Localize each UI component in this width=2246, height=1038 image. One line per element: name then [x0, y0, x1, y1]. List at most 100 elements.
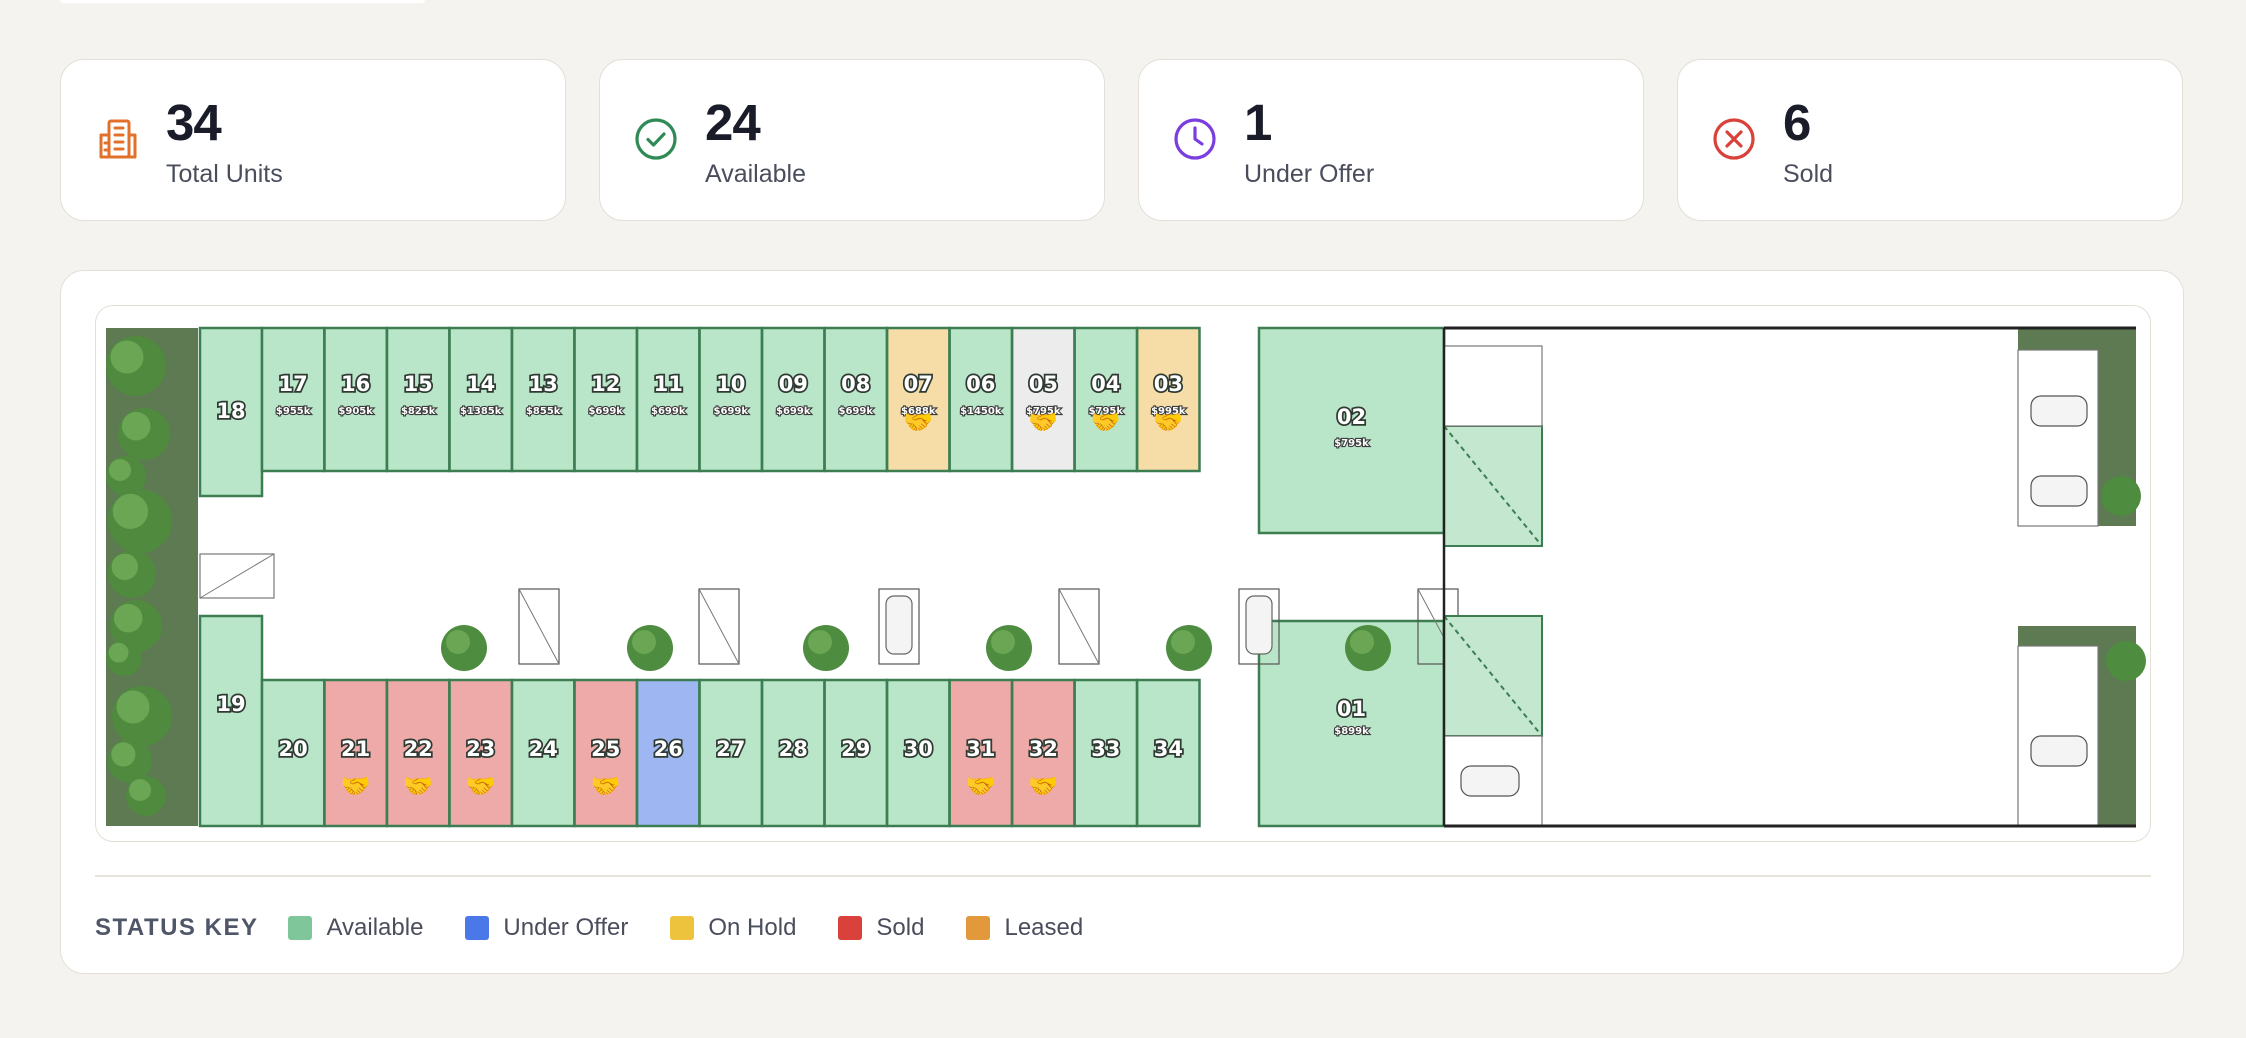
unit-32[interactable]: 32🤝 [1010, 678, 1076, 828]
unit-fill[interactable] [385, 326, 451, 473]
unit-04[interactable]: 04$795k🤝 [1073, 326, 1139, 473]
stat-label: Under Offer [1244, 160, 1375, 188]
unit-21[interactable]: 21🤝 [323, 678, 389, 828]
unit-number: 10 [716, 372, 745, 396]
unit-10[interactable]: 10$699k [698, 326, 764, 473]
unit-25[interactable]: 25🤝 [573, 678, 639, 828]
unit-12[interactable]: 12$699k [573, 326, 639, 473]
unit-27[interactable]: 27 [698, 678, 764, 828]
unit-22[interactable]: 22🤝 [385, 678, 451, 828]
unit-18[interactable]: 18 [198, 326, 264, 498]
status-key: STATUS KEY Available Under Offer On Hold… [95, 911, 1125, 945]
unit-34[interactable]: 34 [1135, 678, 1201, 828]
unit-fill[interactable] [385, 678, 451, 828]
unit-fill[interactable] [1257, 326, 1446, 535]
unit-24[interactable]: 24 [510, 678, 576, 828]
unit-17[interactable]: 17$955k [260, 326, 326, 473]
unit-fill[interactable] [1010, 326, 1076, 473]
legend-label: Leased [1004, 914, 1084, 941]
unit-number: 13 [529, 372, 558, 396]
unit-fill[interactable] [510, 326, 576, 473]
unit-fill[interactable] [698, 326, 764, 473]
unit-number: 16 [341, 372, 370, 396]
unit-02[interactable]: 02$795k [1257, 326, 1446, 535]
legend-item-sold: Sold [838, 914, 924, 942]
unit-number: 17 [279, 372, 308, 396]
unit-fill[interactable] [1135, 678, 1201, 828]
unit-fill[interactable] [1010, 678, 1076, 828]
unit-number: 08 [841, 372, 870, 396]
parking-bay [698, 588, 740, 665]
x-circle-icon [1713, 118, 1755, 160]
status-key-title: STATUS KEY [95, 914, 259, 941]
unit-fill[interactable] [1073, 678, 1139, 828]
unit-fill[interactable] [948, 326, 1014, 473]
stat-card-available: 24 Available [599, 59, 1105, 221]
unit-price: $855k [526, 406, 561, 417]
unit-fill[interactable] [573, 326, 639, 473]
parking-bay [1238, 588, 1280, 665]
unit-fill[interactable] [885, 326, 951, 473]
tree-icon [2106, 641, 2146, 681]
unit-fill[interactable] [760, 678, 826, 828]
unit-14[interactable]: 14$1385k [448, 326, 514, 473]
unit-11[interactable]: 11$699k [635, 326, 701, 473]
legend-label: Under Offer [503, 914, 629, 941]
unit-30[interactable]: 30 [885, 678, 951, 828]
unit-20[interactable]: 20 [260, 678, 326, 828]
unit-number: 33 [1091, 737, 1120, 761]
unit-fill[interactable] [760, 326, 826, 473]
unit-fill[interactable] [1135, 326, 1201, 473]
unit-fill[interactable] [260, 326, 326, 473]
unit-fill[interactable] [510, 678, 576, 828]
handshake-icon: 🤝 [903, 409, 933, 436]
unit-fill[interactable] [1073, 326, 1139, 473]
unit-29[interactable]: 29 [823, 678, 889, 828]
unit-33[interactable]: 33 [1073, 678, 1139, 828]
unit-08[interactable]: 08$699k [823, 326, 889, 473]
car-icon [1245, 595, 1273, 655]
building-icon [99, 119, 137, 159]
unit-fill[interactable] [323, 678, 389, 828]
parking-bay [1058, 588, 1100, 665]
decor-layer [199, 326, 2146, 828]
unit-23[interactable]: 23🤝 [448, 678, 514, 828]
unit-03[interactable]: 03 $995k🤝 [1135, 326, 1201, 473]
unit-31[interactable]: 31🤝 [948, 678, 1014, 828]
stat-card-sold: 6 Sold [1677, 59, 2183, 221]
unit-number: 14 [466, 372, 495, 396]
handshake-icon: 🤝 [1153, 409, 1183, 436]
unit-06[interactable]: 06$1450k [948, 326, 1014, 473]
handshake-icon: 🤝 [1028, 409, 1058, 436]
unit-fill[interactable] [573, 678, 639, 828]
unit-09[interactable]: 09$699k [760, 326, 826, 473]
tree-cluster [106, 336, 172, 816]
stat-value: 6 [1783, 94, 1811, 151]
tree-highlight [129, 779, 151, 801]
legend-label: Sold [876, 914, 925, 941]
unit-fill[interactable] [323, 326, 389, 473]
unit-26[interactable]: 26 [635, 678, 701, 828]
check-circle-icon [635, 118, 677, 160]
unit-15[interactable]: 15$825k [385, 326, 451, 473]
unit-price: $995k [1151, 406, 1186, 417]
unit-fill[interactable] [635, 326, 701, 473]
unit-28[interactable]: 28 [760, 678, 826, 828]
unit-number: 03 [1154, 372, 1183, 396]
unit-07[interactable]: 07$688k🤝 [885, 326, 951, 473]
car-icon [885, 595, 913, 655]
unit-16[interactable]: 16$905k [323, 326, 389, 473]
unit-fill[interactable] [448, 326, 514, 473]
unit-13[interactable]: 13 $855k [510, 326, 576, 473]
unit-19[interactable]: 19 [198, 614, 264, 828]
unit-fill[interactable] [823, 678, 889, 828]
unit-fill[interactable] [698, 678, 764, 828]
unit-05[interactable]: 05$795k🤝 [1010, 326, 1076, 473]
unit-fill[interactable] [823, 326, 889, 473]
unit-fill[interactable] [198, 614, 264, 828]
unit-fill[interactable] [635, 678, 701, 828]
unit-fill[interactable] [448, 678, 514, 828]
unit-number: 30 [904, 737, 933, 761]
unit-fill[interactable] [260, 678, 326, 828]
unit-fill[interactable] [198, 326, 264, 498]
